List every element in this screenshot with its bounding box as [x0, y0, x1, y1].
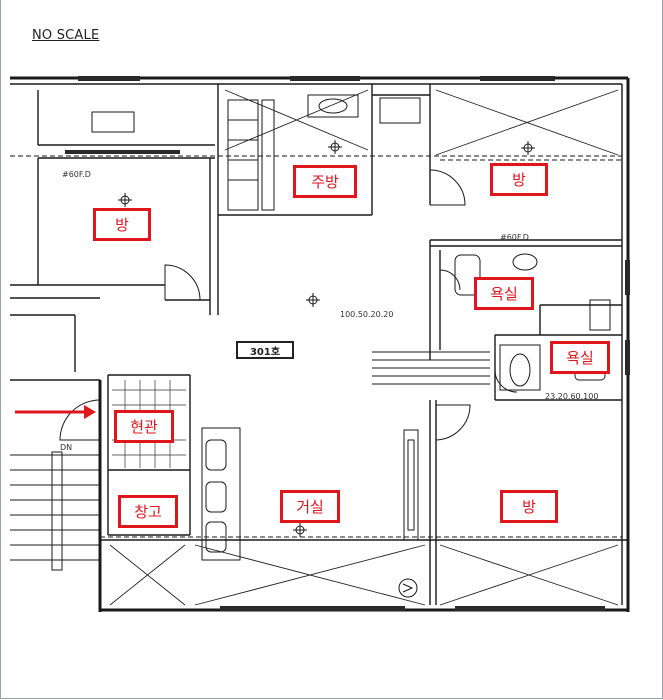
room-label-storage: 창고: [118, 495, 178, 528]
room-label-bath-1: 욕실: [474, 277, 534, 310]
sofa: [201, 427, 241, 561]
kitchen-fixtures: [91, 94, 421, 211]
room-label-room-top-right: 방: [490, 163, 548, 196]
dimension-label: 100.50.20.20: [340, 310, 394, 319]
entry-arrow: [15, 405, 96, 419]
balcony-dashes: [10, 155, 622, 538]
room-label-room-left: 방: [93, 208, 151, 241]
inner-walls: [10, 83, 628, 605]
dimension-label-2: 23.20.60.100: [545, 392, 599, 401]
windows: [65, 76, 630, 611]
doors: [59, 169, 518, 441]
stair-dn-label: DN: [60, 443, 73, 452]
floor-drain-label-1: #60F.D: [62, 170, 91, 179]
stairs-left: [10, 451, 100, 571]
unit-number-tag: 301호: [236, 341, 294, 359]
room-label-living: 거실: [280, 490, 340, 523]
floor-drain-label-2: #60F.D: [500, 233, 529, 242]
lower-stair: [372, 351, 490, 385]
symbols: [118, 140, 535, 598]
room-label-kitchen: 주방: [293, 165, 357, 198]
room-label-bath-2: 욕실: [550, 341, 610, 374]
room-label-entrance: 현관: [114, 410, 174, 443]
tv-unit: [403, 429, 419, 541]
room-label-room-bottom-right: 방: [500, 490, 558, 523]
scale-note: NO SCALE: [32, 28, 100, 43]
